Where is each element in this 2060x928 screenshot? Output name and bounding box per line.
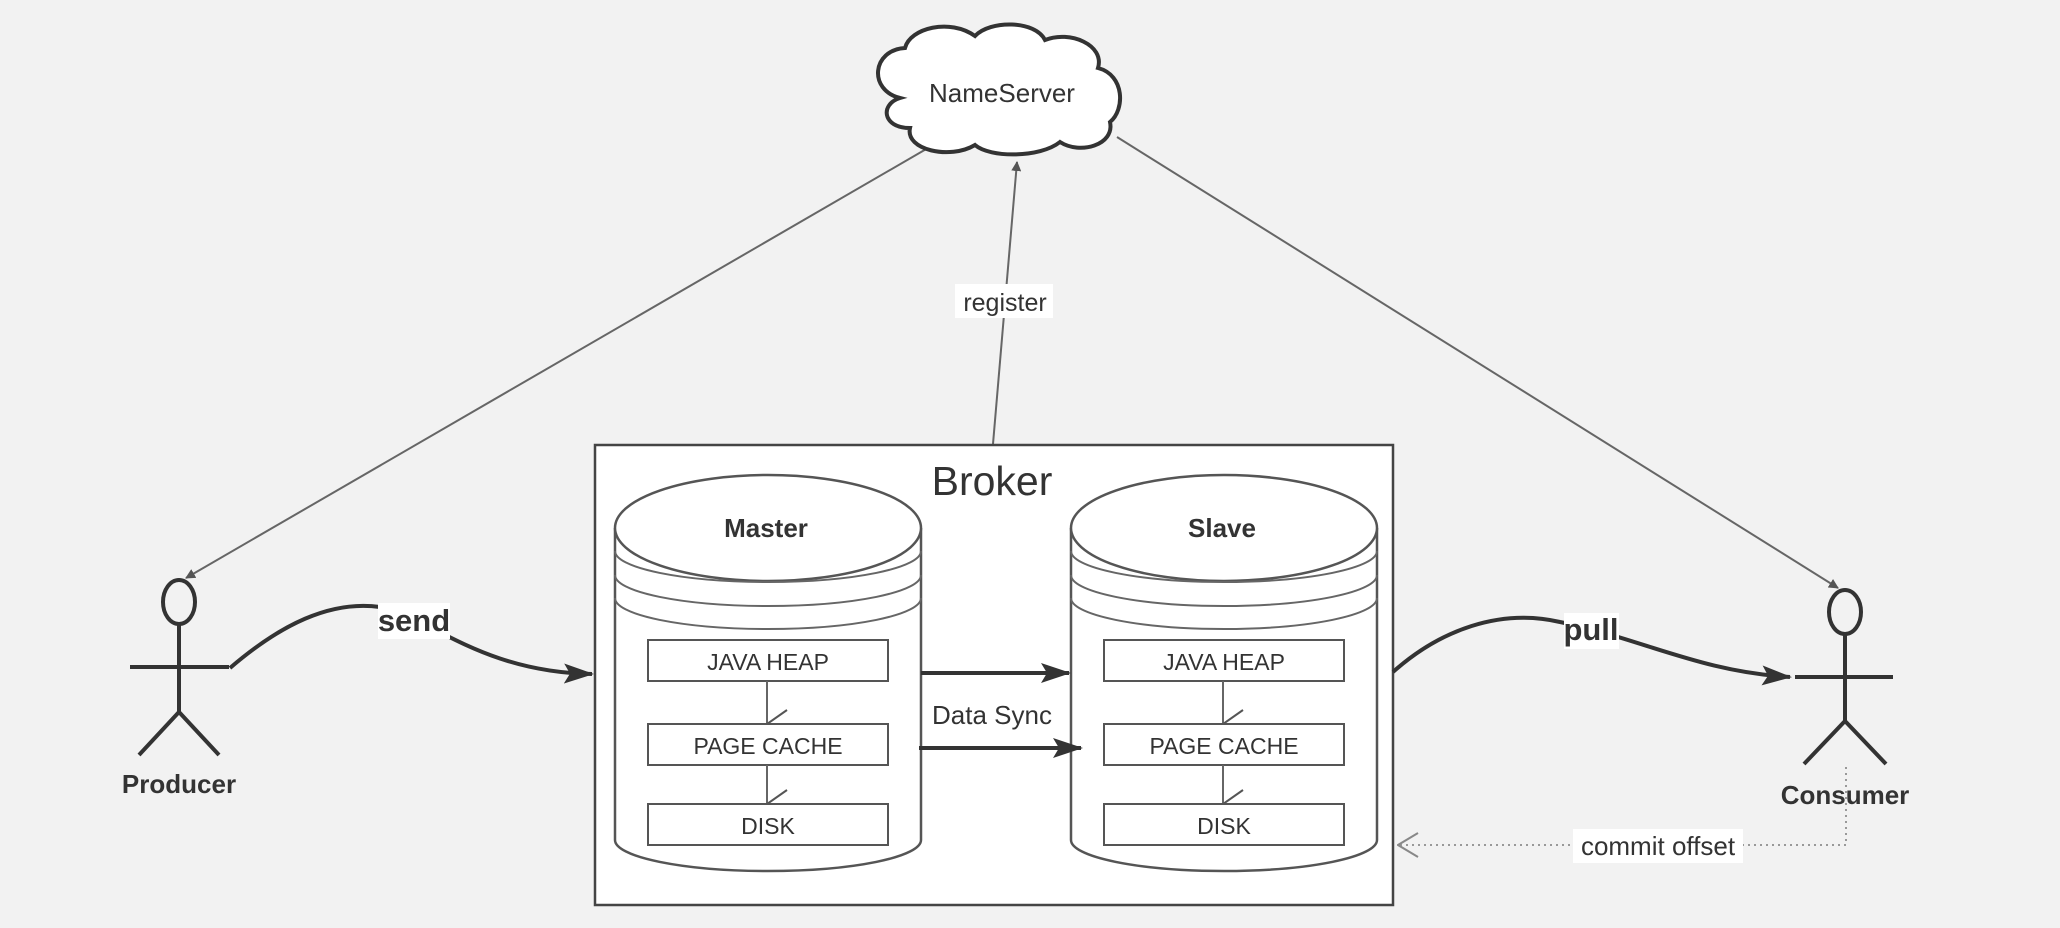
register-label-bg: [955, 284, 1053, 318]
slave-java-heap-label: JAVA HEAP: [1163, 649, 1285, 675]
consumer-actor: Consumer: [1781, 588, 1910, 810]
nameserver-to-producer-edge: [185, 147, 929, 579]
pull-edge: [1391, 615, 1792, 686]
commit-offset-label: commit offset: [1581, 831, 1736, 861]
slave-disk-box: [1103, 803, 1345, 846]
send-label-bg: [378, 603, 450, 639]
nameserver-to-consumer-edge: [1116, 136, 1839, 589]
slave-cylinder: Slave JAVA HEAP PAGE CACHE DISK: [1069, 473, 1379, 873]
master-disk-box: [647, 803, 889, 846]
producer-actor: Producer: [122, 578, 236, 799]
master-disk-label: DISK: [741, 813, 795, 839]
master-java-heap-label: JAVA HEAP: [707, 649, 829, 675]
broker-title: Broker: [932, 458, 1053, 504]
consumer-label: Consumer: [1781, 780, 1910, 810]
master-page-cache-label: PAGE CACHE: [693, 733, 842, 759]
nameserver-cloud: NameServer: [876, 22, 1123, 157]
slave-title: Slave: [1188, 513, 1256, 543]
commit-offset-label-bg: [1573, 829, 1743, 863]
slave-java-heap-box: [1103, 639, 1345, 682]
pull-label-bg: [1564, 613, 1619, 649]
register-label: register: [963, 289, 1046, 317]
master-title: Master: [724, 513, 808, 543]
send-label: send: [378, 603, 450, 638]
pull-label: pull: [1563, 612, 1618, 647]
slave-page-cache-label: PAGE CACHE: [1149, 733, 1298, 759]
producer-label: Producer: [122, 769, 236, 799]
data-sync-label: Data Sync: [932, 700, 1052, 730]
slave-disk-label: DISK: [1197, 813, 1251, 839]
nameserver-label: NameServer: [929, 78, 1075, 108]
master-cylinder: Master JAVA HEAP PAGE CACHE DISK: [613, 473, 923, 873]
commit-offset-edge: [1398, 767, 1847, 845]
